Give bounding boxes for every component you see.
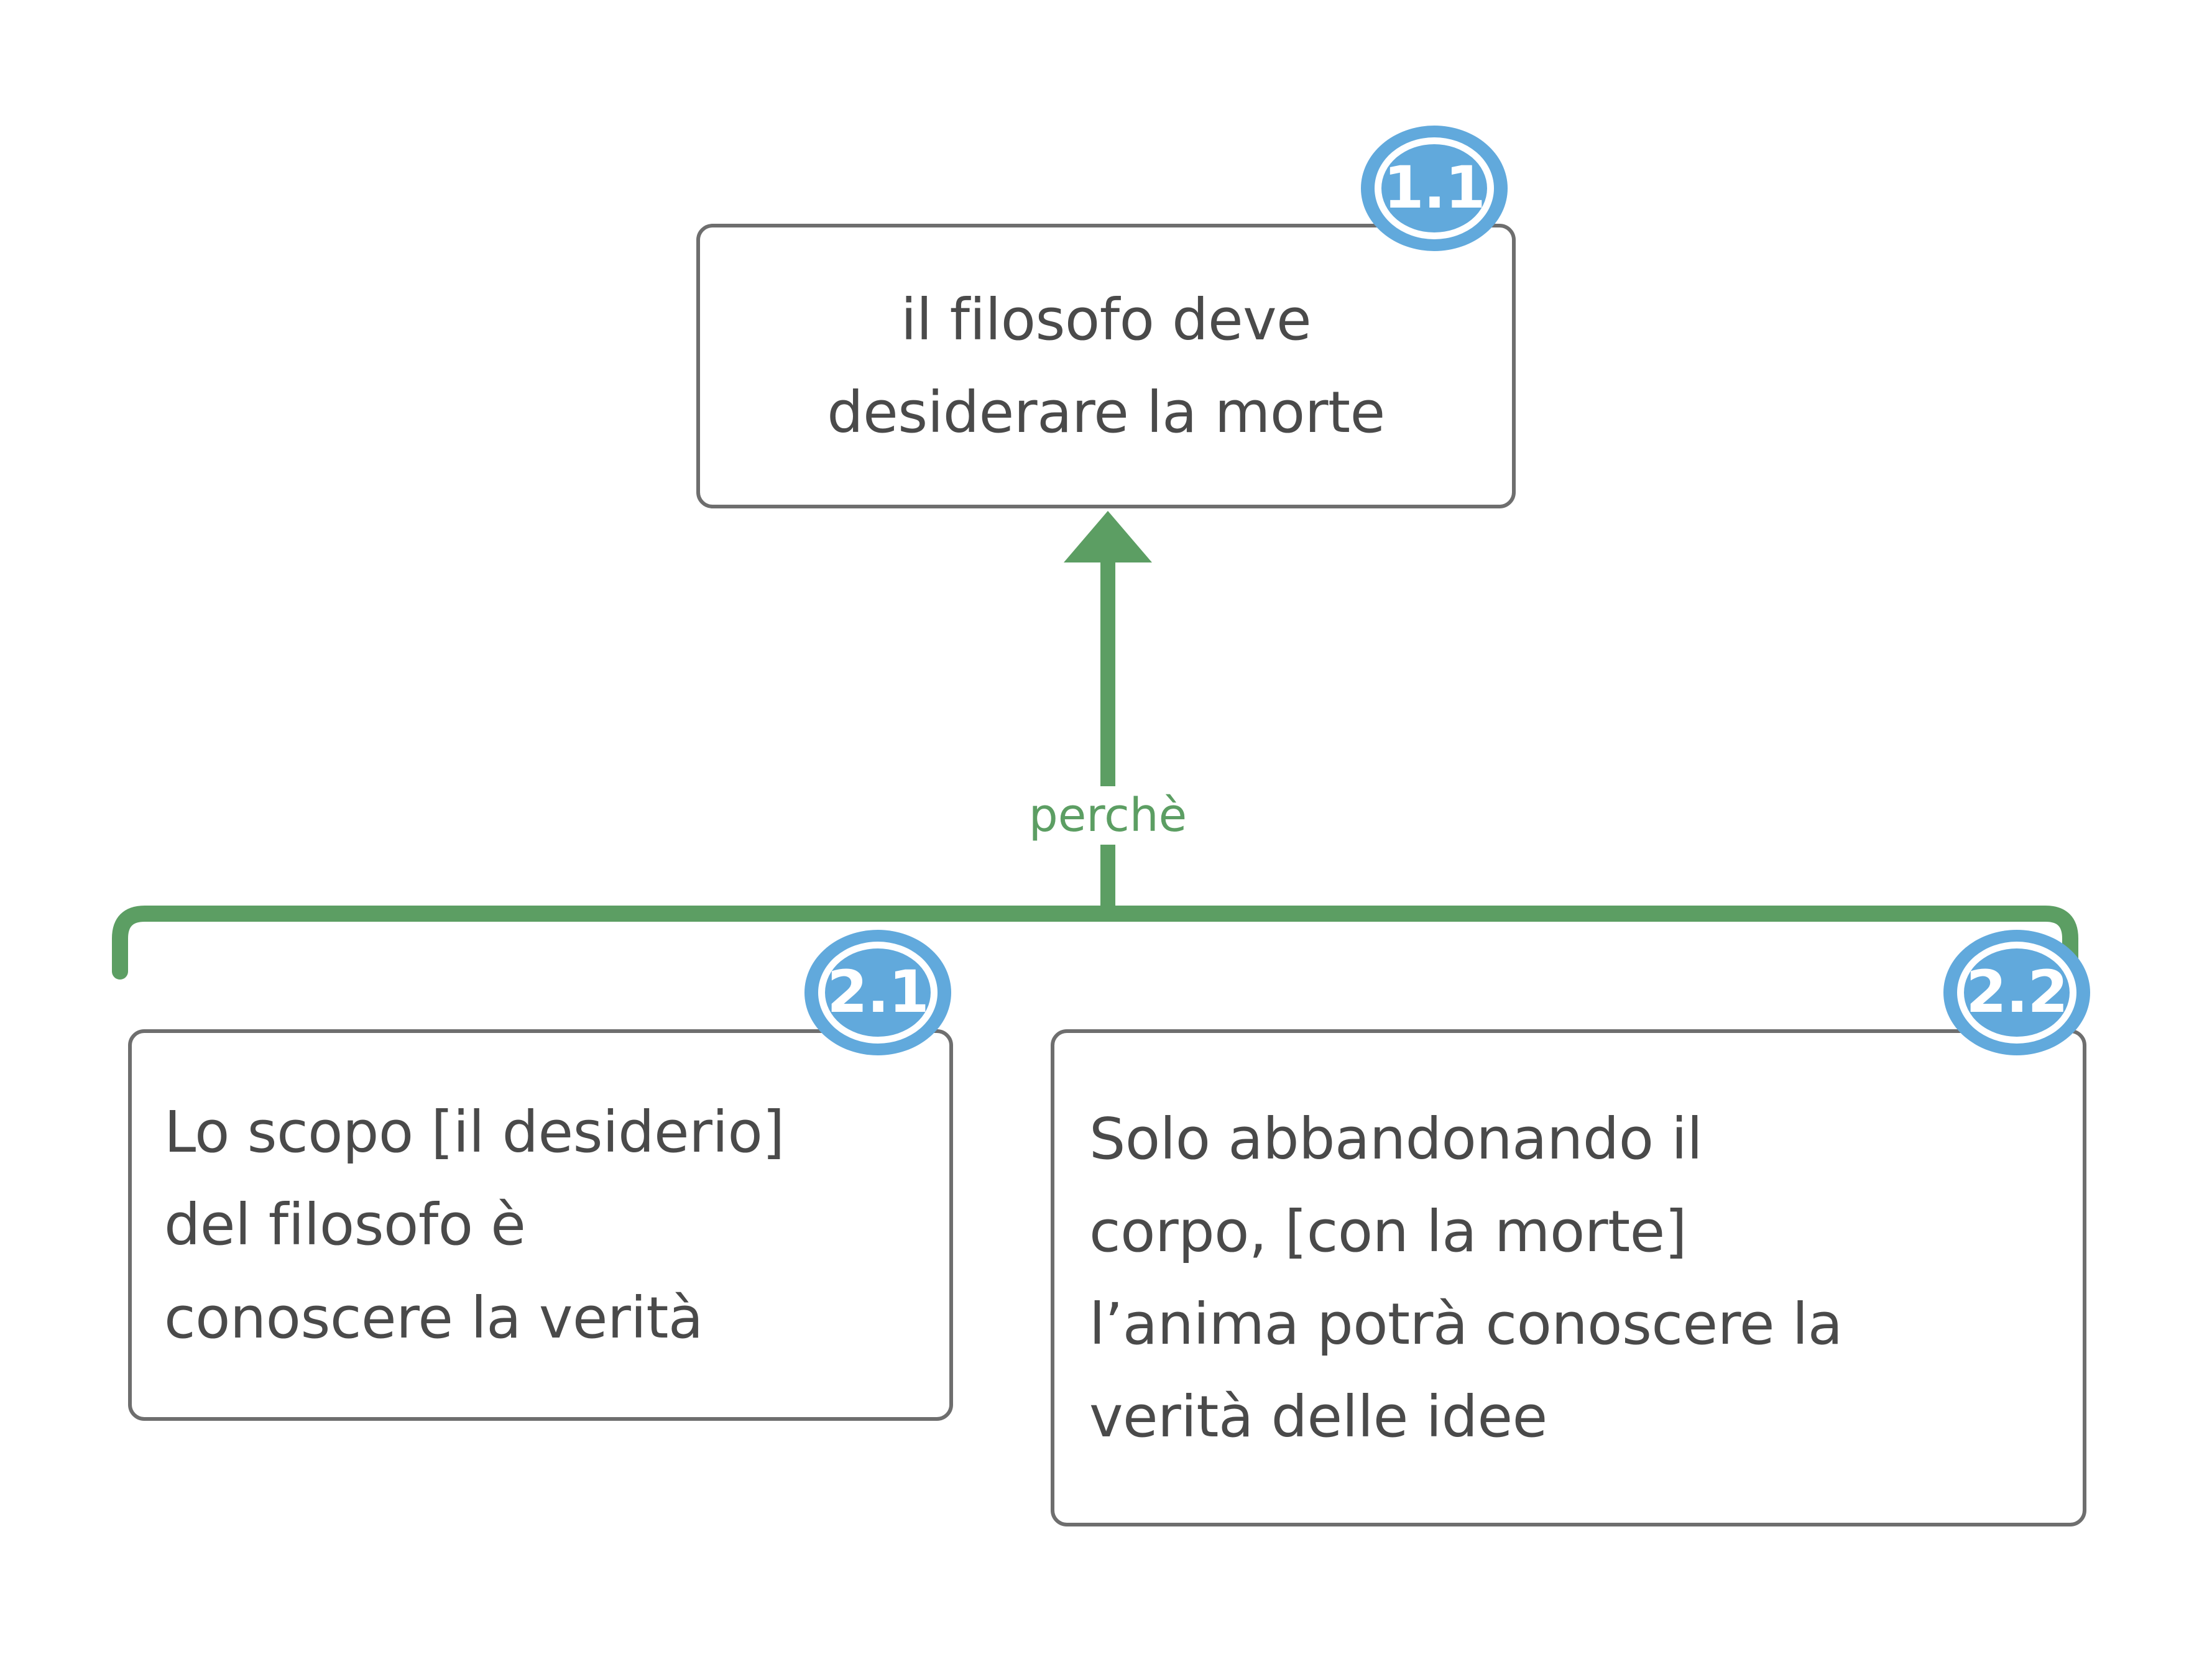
badge-2-1-label: 2.1 [827,958,929,1026]
node-1-1-text: il filosofo deve desiderare la morte [827,286,1385,446]
badge-1-1[interactable]: 1.1 [1361,126,1508,251]
bracket-connector [112,906,2078,980]
node-2-1[interactable]: Lo scopo [il desiderio] del filosofo è c… [128,1029,953,1421]
edge-label-perche: perchè [1018,786,1197,845]
badge-1-1-label: 1.1 [1383,154,1486,222]
badge-2-2[interactable]: 2.2 [1943,930,2090,1055]
node-2-2[interactable]: Solo abbandonando il corpo, [con la mort… [1051,1029,2086,1526]
node-2-1-text: Lo scopo [il desiderio] del filosofo è c… [164,1099,785,1351]
node-1-1[interactable]: il filosofo deve desiderare la morte [696,224,1516,508]
node-2-2-text: Solo abbandonando il corpo, [con la mort… [1089,1105,1843,1451]
arrow-head [1064,511,1152,562]
badge-2-2-label: 2.2 [1966,958,2068,1026]
badge-2-1[interactable]: 2.1 [804,930,951,1055]
